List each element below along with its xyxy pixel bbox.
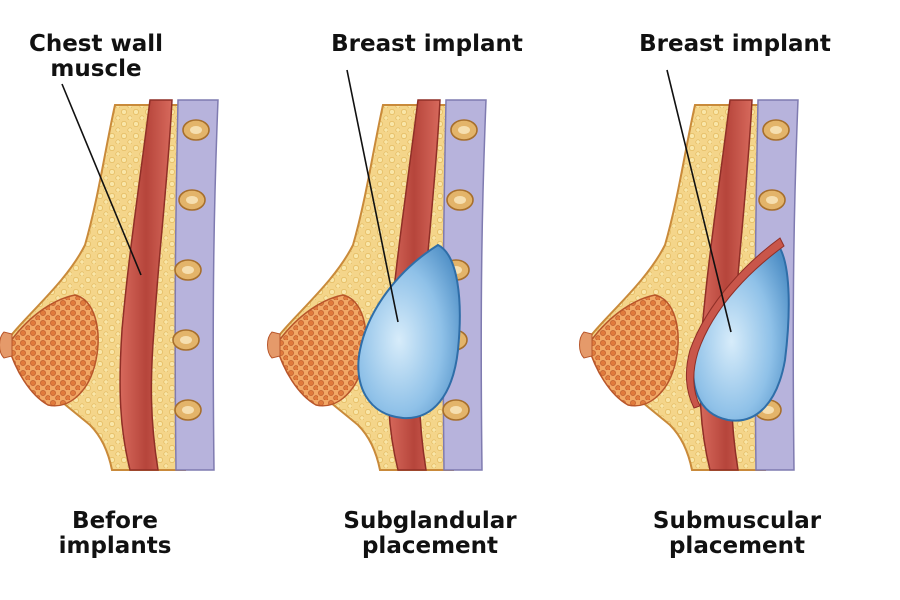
chest-wall-muscle-label-line-2: muscle bbox=[50, 56, 142, 82]
caption-submuscular-line-2: placement bbox=[668, 533, 806, 559]
caption-before-implants: Before implants bbox=[20, 509, 210, 559]
caption-subglandular: Subglandular placement bbox=[318, 509, 542, 559]
breast-implant-label-submuscular: Breast implant bbox=[639, 31, 831, 57]
caption-submuscular-line-1: Submuscular bbox=[652, 508, 822, 534]
chest-wall-muscle-label: Chest wall muscle bbox=[6, 32, 186, 82]
chest-wall-muscle-label-line-1: Chest wall bbox=[28, 31, 164, 57]
caption-submuscular: Submuscular placement bbox=[625, 509, 849, 559]
caption-subglandular-line-1: Subglandular bbox=[343, 508, 517, 534]
panel-subglandular bbox=[266, 99, 487, 471]
implant-subglandular bbox=[357, 243, 461, 420]
implant-leader-line-subglandular bbox=[346, 69, 399, 323]
caption-before-line-1: Before bbox=[72, 508, 158, 534]
panel-submuscular bbox=[578, 99, 799, 471]
breast-implant-label-subglandular: Breast implant bbox=[331, 31, 523, 57]
panel-before-implants bbox=[0, 99, 219, 471]
implant-leader-line-submuscular bbox=[666, 69, 732, 333]
caption-before-line-2: implants bbox=[58, 533, 172, 559]
caption-subglandular-line-2: placement bbox=[361, 533, 499, 559]
muscle-leader-line bbox=[61, 83, 142, 276]
